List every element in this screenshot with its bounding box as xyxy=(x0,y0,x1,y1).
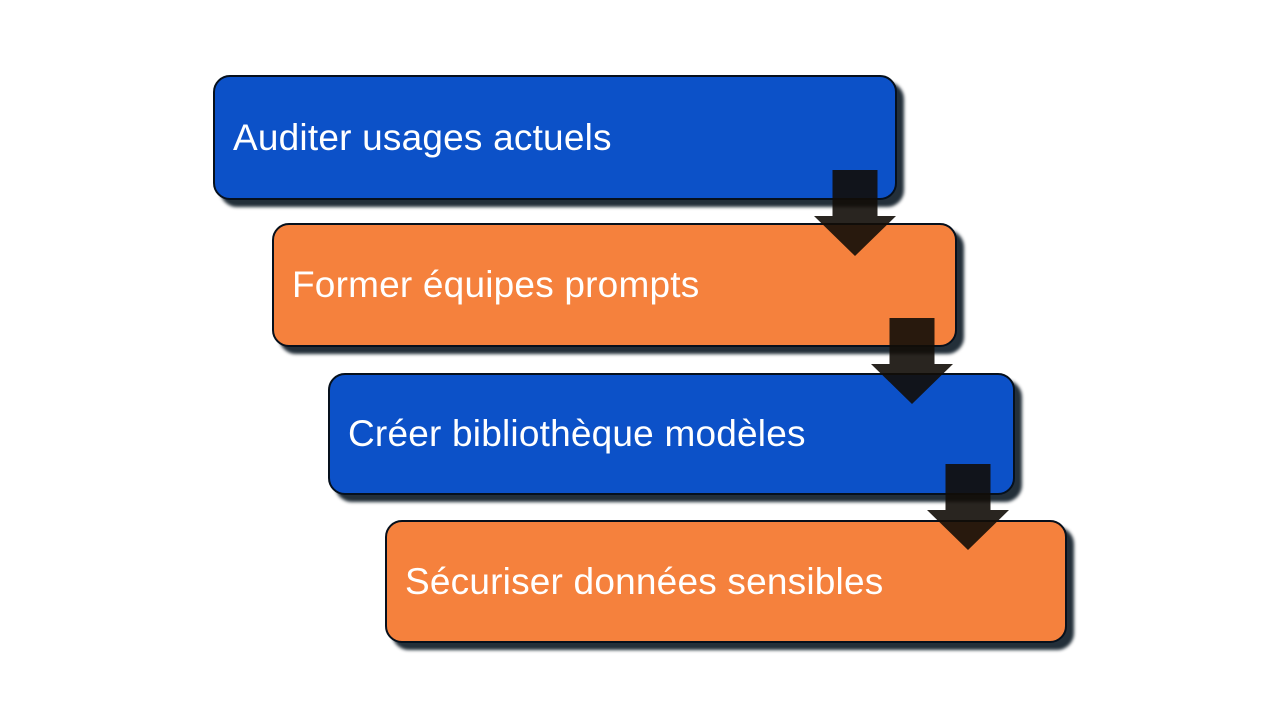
step-box-3: Créer bibliothèque modèles xyxy=(328,373,1015,495)
step-label-3: Créer bibliothèque modèles xyxy=(348,413,806,454)
step-box-1: Auditer usages actuels xyxy=(213,75,897,200)
step-label-2: Former équipes prompts xyxy=(292,264,700,305)
step-label-4: Sécuriser données sensibles xyxy=(405,560,884,602)
down-arrow-icon xyxy=(927,464,1009,550)
down-arrow-icon xyxy=(814,170,896,256)
step-box-4: Sécuriser données sensibles xyxy=(385,520,1067,643)
down-arrow-icon xyxy=(871,318,953,404)
step-label-1: Auditer usages actuels xyxy=(233,116,612,158)
